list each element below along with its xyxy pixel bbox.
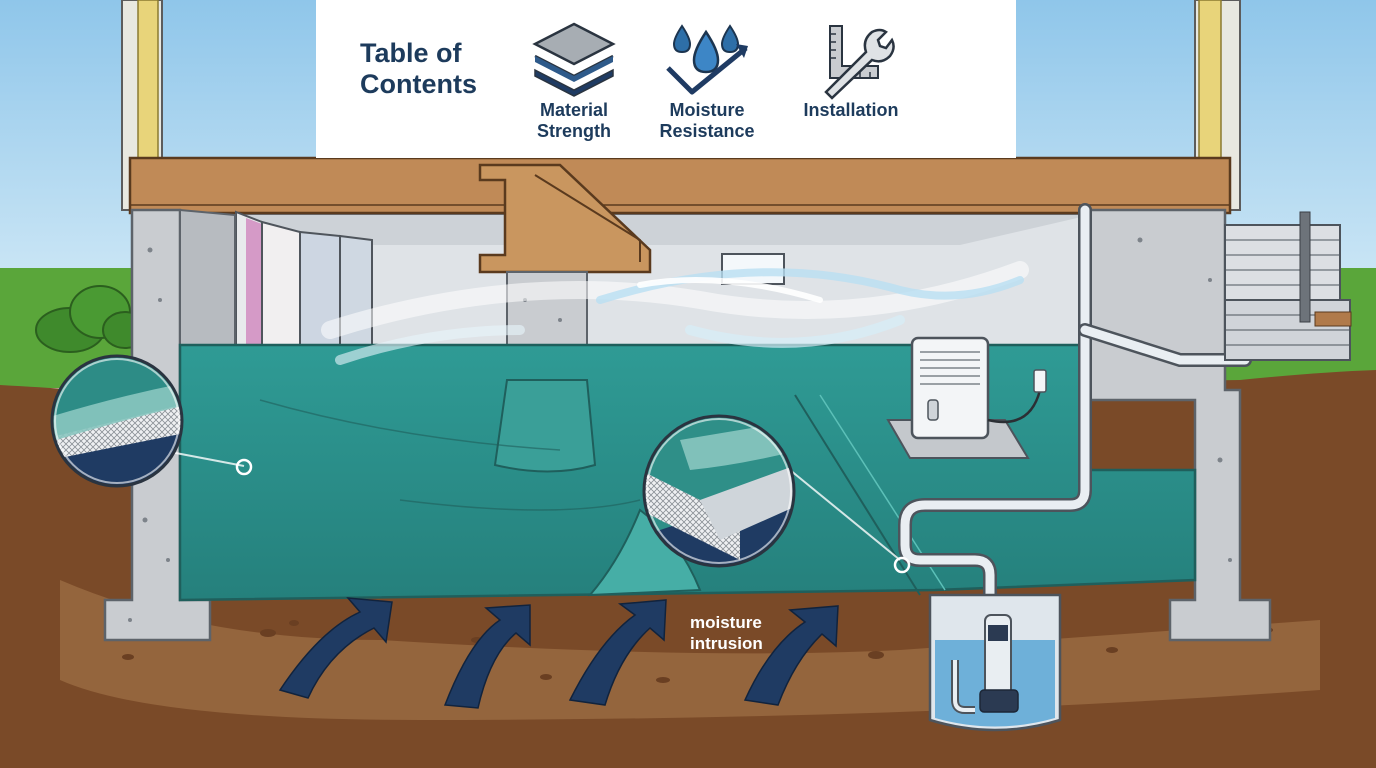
water-drops-icon <box>666 24 748 95</box>
toc-item-material-strength[interactable]: Material Strength <box>499 18 649 142</box>
toc-item-installation[interactable]: Installation <box>776 18 926 121</box>
moisture-label-line1: moisture <box>690 613 762 632</box>
sump-pit <box>928 593 1062 732</box>
drainage-pipes <box>898 203 1252 692</box>
vapor-barrier-wrap-pier <box>493 379 597 473</box>
barrier-layer-callout-left <box>50 354 253 488</box>
barrier-layer-callout-center <box>642 414 911 574</box>
dehumidifier <box>886 336 1047 459</box>
airflow-swooshes <box>321 261 1029 365</box>
toc-item-label-sub: Resistance <box>659 121 755 141</box>
toc-panel <box>316 0 1016 158</box>
moisture-arrows <box>278 597 839 709</box>
floor-joist <box>128 156 1232 215</box>
layers-icon <box>532 22 616 97</box>
toc-title-line1: Table of <box>360 38 462 68</box>
i-beam <box>478 163 652 274</box>
toc-item-label: Material <box>539 100 609 120</box>
vapor-barrier-seam <box>794 394 921 596</box>
moisture-label-line2: intrusion <box>690 634 763 653</box>
wrench-ruler-icon <box>824 25 895 100</box>
soil-pebbles <box>122 620 1273 683</box>
toc-item-moisture-resistance[interactable]: Moisture Resistance <box>632 18 782 142</box>
toc-title: Table of Contents <box>360 38 477 100</box>
toc-item-label: Moisture <box>669 100 745 120</box>
moisture-intrusion-label: moisture intrusion <box>690 612 763 654</box>
crawlspace-ceiling-shade <box>180 215 1090 245</box>
toc-title-line2: Contents <box>360 69 477 99</box>
lumber-stack <box>1224 211 1352 361</box>
toc-item-label: Installation <box>803 100 899 120</box>
toc-item-label-sub: Strength <box>537 121 611 141</box>
